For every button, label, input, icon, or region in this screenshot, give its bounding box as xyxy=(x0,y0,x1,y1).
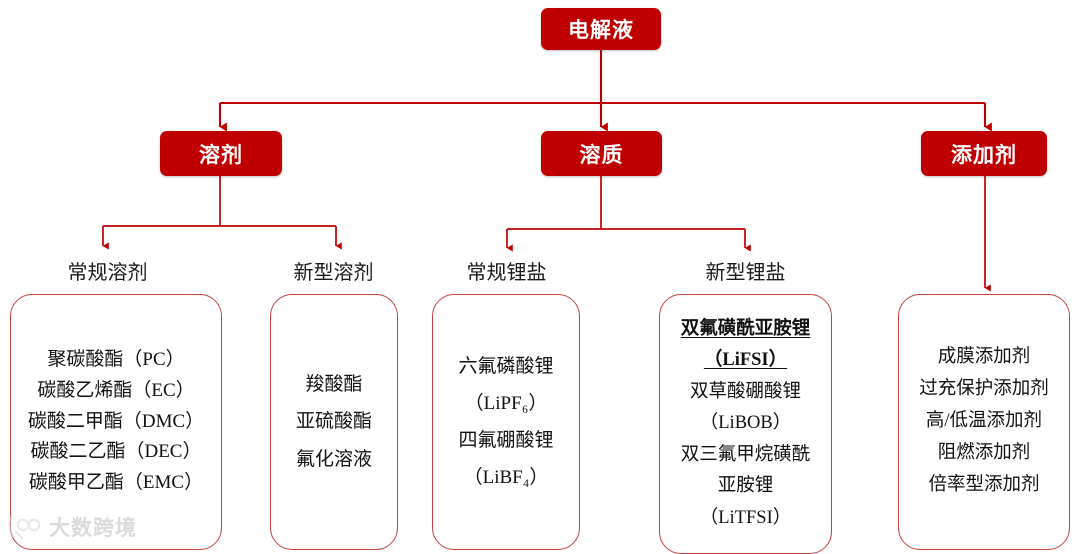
list-item: 碳酸二乙酯（DEC） xyxy=(30,441,202,463)
list-item: 六氟磷酸锂 xyxy=(458,355,554,377)
list-box-additives: 成膜添加剂过充保护添加剂高/低温添加剂阻燃添加剂倍率型添加剂 xyxy=(898,294,1070,550)
list-item: 亚硫酸酯 xyxy=(295,411,372,433)
list-box-new-solvents: 羧酸酯亚硫酸酯氟化溶液 xyxy=(270,294,398,550)
list-item: 碳酸二甲酯（DMC） xyxy=(27,410,205,432)
list-item: 双氟磺酰亚胺锂 xyxy=(680,318,811,339)
node-solute[interactable]: 溶质 xyxy=(541,131,662,176)
watermark-text: 大数跨境 xyxy=(49,517,137,540)
node-solvent[interactable]: 溶剂 xyxy=(160,131,282,176)
watermark: 大数跨境 xyxy=(8,512,137,542)
list-item: 四氟硼酸锂 xyxy=(458,430,554,451)
list-item: 阻燃添加剂 xyxy=(937,442,1031,463)
sublabel-new-lithium-salt: 新型锂盐 xyxy=(705,262,786,284)
list-item: （LiPF₆） xyxy=(464,392,548,414)
list-item: 碳酸乙烯酯（EC） xyxy=(37,379,195,401)
sublabel-new-solvent: 新型溶剂 xyxy=(293,262,374,284)
node-electrolyte[interactable]: 电解液 xyxy=(541,8,661,50)
list-box-conventional-lithium-salts: 六氟磷酸锂 （LiPF₆） 四氟硼酸锂 （LiBF₄） xyxy=(432,294,580,550)
list-item: （LiBF₄） xyxy=(463,467,549,489)
dashu-logo-icon xyxy=(8,514,42,540)
list-item: 碳酸甲乙酯（EMC） xyxy=(28,472,204,494)
list-item: 双草酸硼酸锂 xyxy=(689,381,801,402)
list-item: 倍率型添加剂 xyxy=(928,474,1040,495)
list-item: 氟化溶液 xyxy=(295,448,372,470)
list-item: 过充保护添加剂 xyxy=(919,379,1049,400)
node-additive[interactable]: 添加剂 xyxy=(921,131,1047,176)
list-item: 成膜添加剂 xyxy=(937,347,1031,368)
list-item: 双三氟甲烷磺酰 xyxy=(680,444,811,465)
list-item: （LiBOB） xyxy=(699,413,792,434)
list-item: 羧酸酯 xyxy=(305,374,363,396)
list-item: 聚碳酸酯（PC） xyxy=(47,349,185,371)
list-box-new-lithium-salts: 双氟磺酰亚胺锂 （LiFSI） 双草酸硼酸锂 （LiBOB） 双三氟甲烷磺酰亚胺锂 （Li… xyxy=(659,294,832,554)
sublabel-conventional-solvent: 常规溶剂 xyxy=(67,262,148,284)
list-item: 亚胺锂 xyxy=(717,476,774,497)
sublabel-conventional-lithium-salt: 常规锂盐 xyxy=(466,262,547,284)
list-item: （LiTFSI） xyxy=(699,507,792,528)
list-box-conventional-solvents: 聚碳酸酯（PC） 碳酸乙烯酯（EC） 碳酸二甲酯（DMC） 碳酸二乙酯（DEC） 碳酸甲… xyxy=(10,294,222,550)
list-item: 高/低温添加剂 xyxy=(925,411,1043,432)
list-item: （LiFSI） xyxy=(703,350,788,371)
